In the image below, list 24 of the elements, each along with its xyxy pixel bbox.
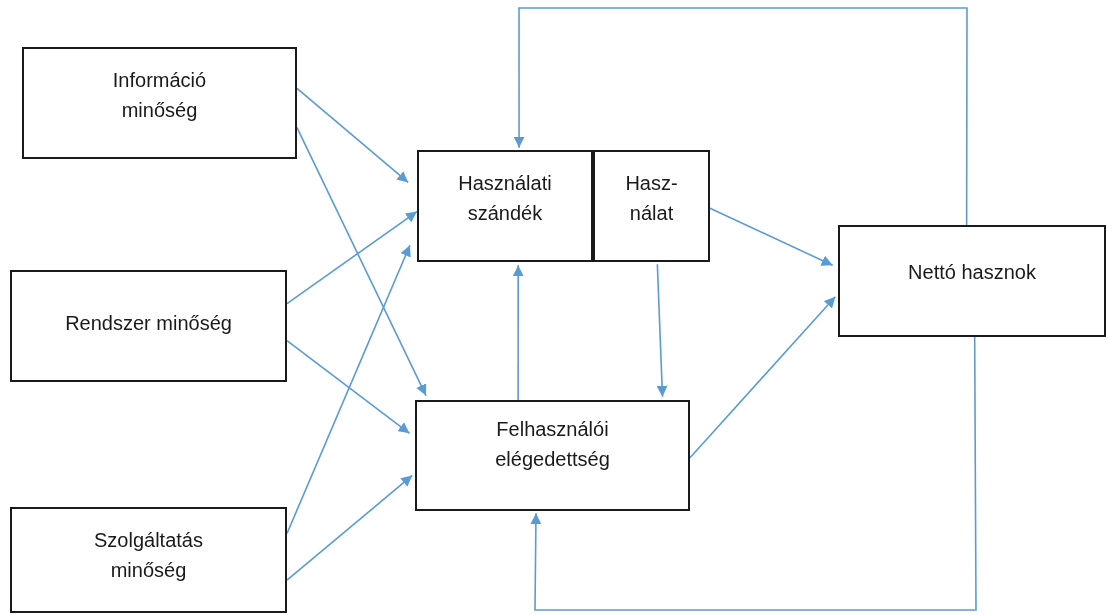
box-label: Felhasználói elégedettség [494,417,611,472]
arrow [656,263,668,398]
box-label: Szolgáltatás minőség [93,528,204,583]
arrow [530,336,977,611]
arrow [513,7,968,226]
box-label: Rendszer minőség [65,311,232,336]
process-box [417,150,593,262]
arrow [286,210,418,305]
arrow [286,339,411,435]
process-box [22,47,297,159]
process-box [10,270,287,382]
arrow [286,474,414,581]
box-label: Hasz- nálat [624,171,679,226]
arrow [512,264,524,401]
process-box [593,150,710,262]
box-label: Információ minőség [111,68,208,123]
arrow [689,295,837,459]
arrow [709,207,834,267]
process-box [415,400,690,511]
process-box [10,507,287,613]
box-label: Nettó hasznok [908,260,1036,285]
box-label: Használati szándék [457,171,553,226]
process-box [838,225,1106,337]
arrow [296,87,409,184]
